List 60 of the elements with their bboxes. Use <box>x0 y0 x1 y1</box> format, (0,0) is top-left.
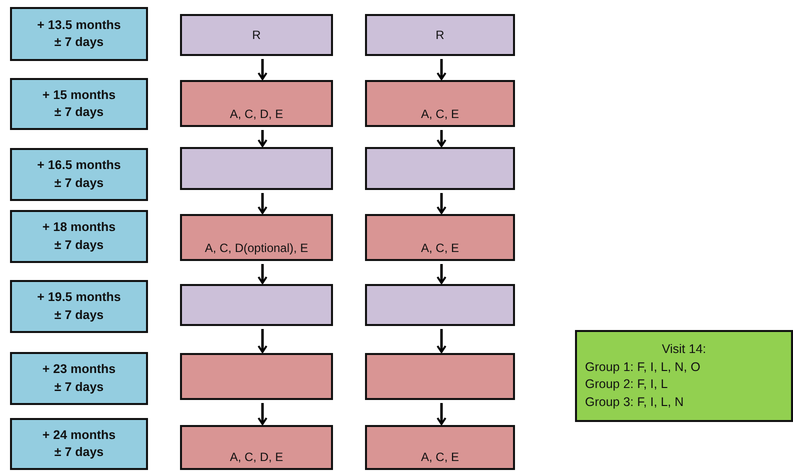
tolerance-label: ± 7 days <box>54 378 104 396</box>
time-label: + 16.5 months <box>37 157 121 174</box>
arrow <box>436 403 446 425</box>
assessment-text: A, C, E <box>420 240 459 257</box>
visit-title: Visit 14: <box>662 341 706 358</box>
empty-box <box>365 284 515 326</box>
tolerance-label: ± 7 days <box>54 306 104 324</box>
tolerance-label: ± 7 days <box>54 34 104 51</box>
tolerance-label: ± 7 days <box>54 174 104 192</box>
empty-box <box>365 353 515 400</box>
time-box <box>10 418 148 470</box>
assessment-text: Group 2: F, I, L <box>585 376 668 393</box>
arrow <box>258 59 268 80</box>
arrow <box>258 130 268 147</box>
empty-box <box>180 147 333 190</box>
time-label: + 24 months <box>42 426 116 444</box>
visit-box <box>365 425 515 470</box>
visit-box <box>180 214 333 261</box>
time-label: + 15 months <box>42 86 116 104</box>
tolerance-label: ± 7 days <box>54 236 104 254</box>
arrow <box>258 403 268 425</box>
arrow <box>258 264 268 284</box>
arrow <box>436 193 446 214</box>
tolerance-label: ± 7 days <box>54 444 104 461</box>
empty-box <box>365 147 515 190</box>
time-box <box>10 7 148 61</box>
visit-box <box>180 80 333 127</box>
arrow <box>436 59 446 80</box>
time-label: + 13.5 months <box>37 16 121 34</box>
time-box <box>10 352 148 405</box>
time-box <box>10 210 148 263</box>
assessment-text: R <box>252 26 261 44</box>
arrow <box>258 193 268 214</box>
arrow <box>436 329 446 353</box>
time-label: + 19.5 months <box>37 289 121 306</box>
assessment-text: A, C, D(optional), E <box>204 240 308 257</box>
assessment-text: Group 1: F, I, L, N, O <box>585 358 700 376</box>
visit-box <box>365 80 515 127</box>
assessment-text: A, C, E <box>420 106 459 123</box>
visit-box <box>180 425 333 470</box>
visit-box <box>365 214 515 261</box>
assessment-text: A, C, D, E <box>230 106 284 123</box>
tolerance-label: ± 7 days <box>54 104 104 121</box>
assessment-text: Group 3: F, I, L, N <box>585 394 684 411</box>
empty-box <box>180 353 333 400</box>
visit-box <box>180 14 333 56</box>
arrow <box>436 130 446 147</box>
time-label: + 23 months <box>42 361 116 378</box>
visit-box <box>575 330 793 422</box>
arrow <box>258 329 268 353</box>
time-label: + 18 months <box>42 219 116 236</box>
arrow <box>436 264 446 284</box>
assessment-text: A, C, E <box>420 449 459 466</box>
assessment-text: R <box>436 26 444 44</box>
empty-box <box>180 284 333 326</box>
time-box <box>10 78 148 130</box>
time-box <box>10 280 148 333</box>
visit-box <box>365 14 515 56</box>
assessment-text: A, C, D, E <box>230 449 284 466</box>
time-box <box>10 148 148 201</box>
